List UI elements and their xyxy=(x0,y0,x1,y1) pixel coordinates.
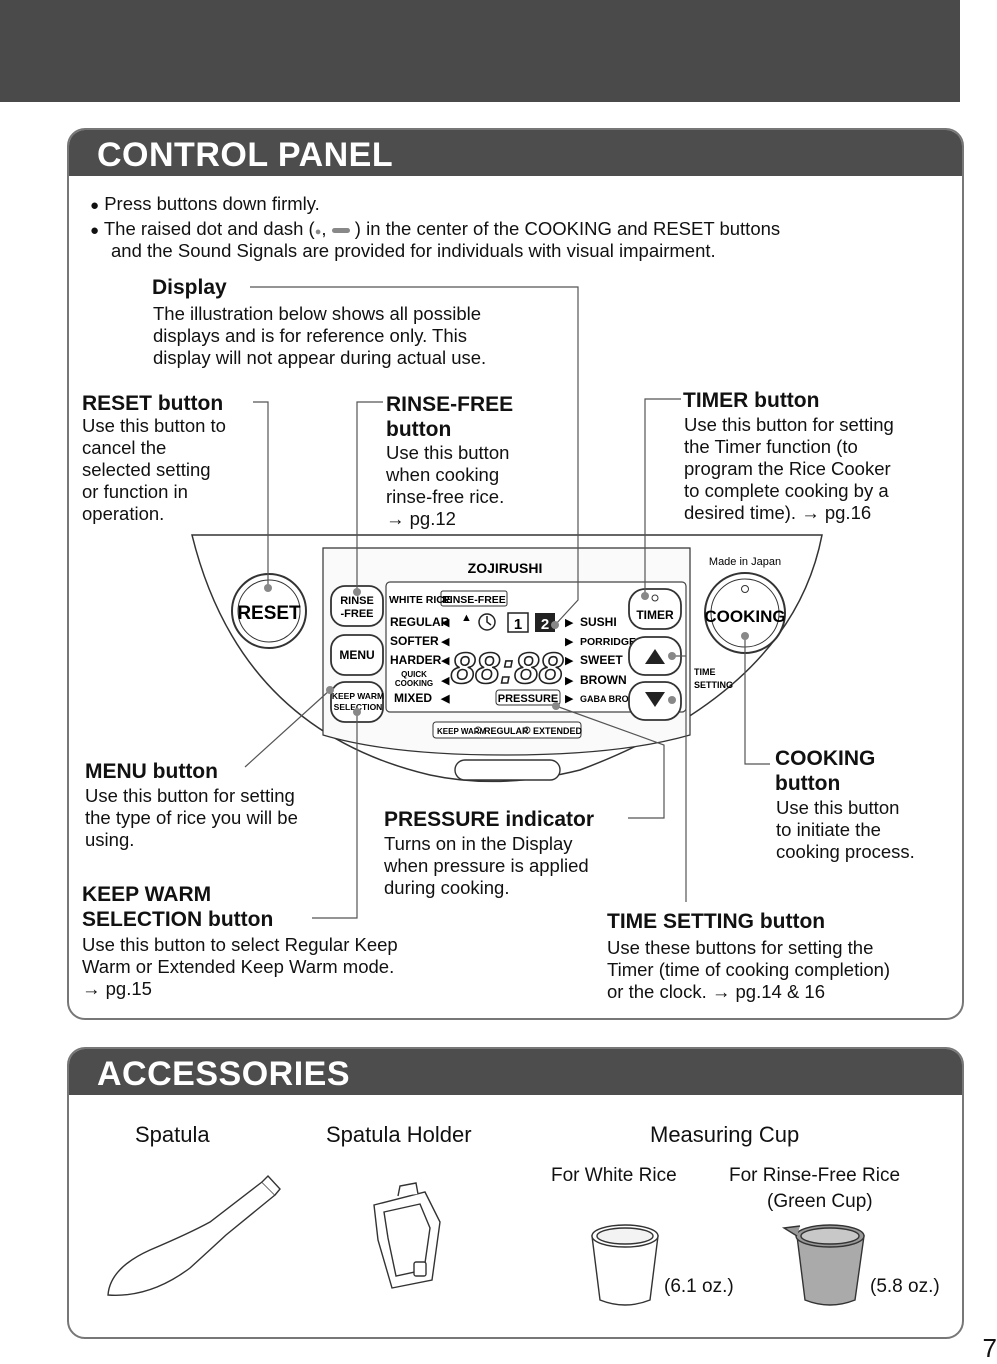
svg-text:▶: ▶ xyxy=(565,675,574,687)
lcd-frame xyxy=(385,581,687,713)
accessories-illustration xyxy=(107,1174,865,1306)
raised-dot-icon: ● xyxy=(314,226,322,238)
svg-text:◀: ◀ xyxy=(441,655,450,667)
svg-text:HARDER: HARDER xyxy=(390,653,442,667)
svg-text:1: 1 xyxy=(514,616,522,633)
timer-text: Use this button for setting the Timer fu… xyxy=(684,414,894,523)
svg-text:GABA BROWN: GABA BROWN xyxy=(580,694,644,704)
svg-text:EXTENDED: EXTENDED xyxy=(533,726,583,736)
rinse-free-rice-label: For Rinse-Free Rice xyxy=(729,1165,901,1186)
control-panel-illustration: ZOJIRUSHI Made in Japan RESET RINSE -FRE… xyxy=(191,286,823,919)
svg-text:PRESSURE: PRESSURE xyxy=(498,693,559,705)
spatula-label: Spatula xyxy=(135,1122,210,1147)
note-1: ● Press buttons down firmly. xyxy=(90,193,320,214)
section-title: ACCESSORIES xyxy=(69,1049,962,1095)
brand-logo: ZOJIRUSHI xyxy=(468,560,543,576)
timer-button xyxy=(628,588,682,630)
green-cup-label: (Green Cup) xyxy=(767,1191,873,1212)
reset-heading: RESET button xyxy=(82,392,224,415)
raised-dash-icon xyxy=(331,227,350,233)
section-title: CONTROL PANEL xyxy=(69,130,962,176)
reset-button-label: RESET xyxy=(237,603,301,624)
panel-handle xyxy=(454,759,561,781)
rinse-free-text: Use this button when cooking rinse-free … xyxy=(386,442,510,529)
white-cup-illustration xyxy=(591,1224,659,1306)
cooking-heading: COOKING button xyxy=(775,747,876,795)
svg-text:2: 2 xyxy=(541,616,549,633)
bullet-icon: ● xyxy=(90,222,100,239)
keep-warm-text: Use this button to select Regular Keep W… xyxy=(82,934,398,999)
svg-text:TIMER: TIMER xyxy=(636,608,674,622)
svg-text:▲: ▲ xyxy=(461,612,472,624)
svg-text:-FREE: -FREE xyxy=(341,608,374,620)
svg-text:MIXED: MIXED xyxy=(394,691,432,705)
measuring-cup-label: Measuring Cup xyxy=(650,1122,800,1147)
rinse-free-heading: RINSE-FREE button xyxy=(386,393,514,441)
keep-warm-heading: KEEP WARM SELECTION button xyxy=(82,883,274,931)
svg-text:SUSHI: SUSHI xyxy=(580,615,617,629)
pressure-text: Turns on in the Display when pressure is… xyxy=(384,833,589,898)
svg-text:COOKING: COOKING xyxy=(704,607,785,626)
cooking-text: Use this button to initiate the cooking … xyxy=(776,797,915,862)
bullet-icon: ● xyxy=(90,197,100,214)
svg-text:RINSE: RINSE xyxy=(340,595,374,607)
lcd-left-arrows: ◀ xyxy=(440,693,450,705)
pressure-heading: PRESSURE indicator xyxy=(384,808,595,831)
svg-text:REGULAR: REGULAR xyxy=(390,615,450,629)
time-setting-text: Use these buttons for setting the Timer … xyxy=(607,937,891,1002)
svg-text:QUICK: QUICK xyxy=(401,670,427,679)
svg-text:▶: ▶ xyxy=(565,617,574,629)
time-setting-heading: TIME SETTING button xyxy=(607,910,826,933)
svg-text:REGULAR: REGULAR xyxy=(484,726,529,736)
svg-text:▶: ▶ xyxy=(565,693,574,705)
svg-text:MENU: MENU xyxy=(339,648,374,662)
callout-lines xyxy=(244,286,770,919)
menu-heading: MENU button xyxy=(85,760,218,783)
spatula-holder-label: Spatula Holder xyxy=(326,1122,472,1147)
svg-text:SELECTION: SELECTION xyxy=(334,702,383,712)
clock-icon xyxy=(478,613,496,631)
up-arrow-icon xyxy=(645,649,665,664)
svg-text:BROWN: BROWN xyxy=(580,673,627,687)
down-arrow-icon xyxy=(645,692,665,707)
green-cup-size: (5.8 oz.) xyxy=(870,1276,940,1297)
menu-text: Use this button for setting the type of … xyxy=(85,785,298,850)
white-rice-label: For White Rice xyxy=(551,1165,677,1186)
spatula-holder-illustration xyxy=(373,1182,441,1289)
menu-button xyxy=(330,634,384,676)
note-2: ● The raised dot and dash (●, ) in the c… xyxy=(90,218,781,239)
svg-text:COOKING: COOKING xyxy=(395,679,433,688)
svg-text:▶: ▶ xyxy=(565,655,574,667)
svg-text:WHITE RICE: WHITE RICE xyxy=(389,594,451,606)
display-heading: Display xyxy=(152,276,227,299)
svg-text:SWEET: SWEET xyxy=(580,653,623,667)
timer-heading: TIMER button xyxy=(683,389,820,412)
header-band xyxy=(0,0,960,102)
svg-text:KEEP WARM: KEEP WARM xyxy=(332,691,384,701)
lcd-digits: 88:88 xyxy=(451,644,564,693)
display-text: The illustration below shows all possibl… xyxy=(153,303,487,368)
keep-warm-strip xyxy=(432,721,582,739)
white-cup-size: (6.1 oz.) xyxy=(664,1276,734,1297)
note-2-cont: and the Sound Signals are provided for i… xyxy=(111,240,716,261)
reset-text: Use this button to cancel the selected s… xyxy=(82,415,226,524)
svg-text:▶: ▶ xyxy=(565,636,574,648)
svg-text:◀: ◀ xyxy=(441,636,450,648)
spatula-illustration xyxy=(107,1174,281,1296)
pressure-indicator xyxy=(495,689,561,706)
green-cup-illustration xyxy=(781,1224,865,1306)
page-number: 7 xyxy=(982,1333,997,1363)
svg-text:SOFTER: SOFTER xyxy=(390,634,439,648)
made-in-japan: Made in Japan xyxy=(709,556,781,568)
svg-text:SETTING: SETTING xyxy=(694,680,733,690)
svg-text:TIME: TIME xyxy=(694,667,716,677)
svg-text:PORRIDGE: PORRIDGE xyxy=(580,636,636,648)
svg-text:KEEP WARM: KEEP WARM xyxy=(437,727,487,736)
callout-dots xyxy=(264,584,749,716)
reset-button xyxy=(231,573,307,649)
svg-text:RINSE-FREE: RINSE-FREE xyxy=(442,594,506,606)
svg-text:◀: ◀ xyxy=(441,675,450,687)
svg-text:◀: ◀ xyxy=(441,617,450,629)
